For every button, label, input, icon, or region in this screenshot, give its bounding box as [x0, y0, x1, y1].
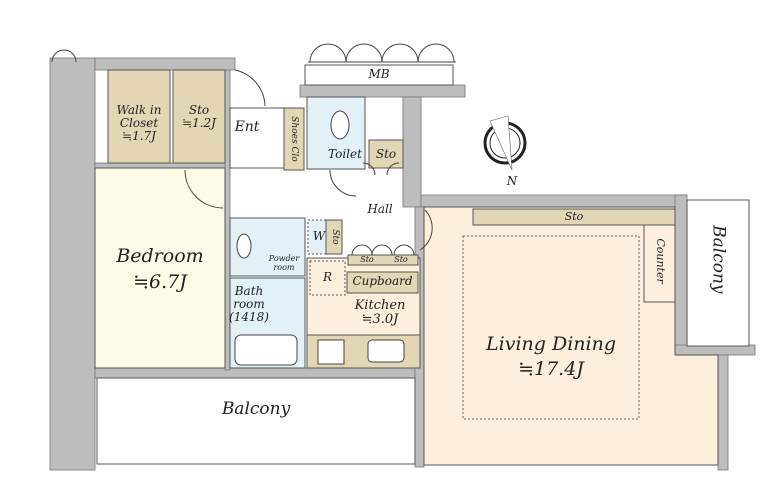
washer-storage-label: Sto — [329, 229, 340, 245]
living-dining-label: Living Dining≒17.4J — [463, 332, 639, 381]
entrance — [229, 107, 285, 169]
entrance-label: Ent — [234, 119, 260, 135]
shoes-closet — [283, 107, 305, 171]
bathroom-line2: room — [233, 297, 265, 312]
south-balcony-label: Balcony — [221, 399, 291, 419]
shoes-closet-label: Shoes Clo — [288, 116, 299, 162]
kitchen-storage — [347, 254, 419, 266]
doors — [184, 69, 433, 256]
walk-in-closet-line2: Closet — [119, 116, 159, 131]
living-dining-name: Living Dining — [486, 333, 616, 355]
kitchen-label: Kitchen≒3.0J — [340, 298, 420, 328]
meter-box-label: MB — [368, 67, 390, 81]
cupboard-label: Cupboard — [352, 274, 413, 288]
rug-outline — [462, 235, 640, 420]
toilet-bowl — [330, 110, 350, 140]
walk-in-closet — [107, 69, 171, 164]
kitchen-storage-label-1: Sto — [360, 255, 374, 264]
cupboard — [346, 271, 419, 294]
bedroom-label: Bedroom ≒6.7J — [95, 244, 225, 295]
bedroom-area: ≒6.7J — [133, 270, 187, 293]
compass-north-label: N — [506, 174, 518, 188]
north-compass-icon — [483, 115, 527, 171]
kitchen-area: ≒3.0J — [361, 312, 399, 328]
washer-label: W — [312, 229, 326, 243]
stove — [317, 339, 345, 365]
east-balcony-label: Balcony — [708, 225, 729, 294]
living-dining-area: ≒17.4J — [518, 357, 584, 380]
counter — [643, 224, 676, 303]
refrigerator-label: R — [322, 270, 333, 284]
living-storage — [472, 208, 676, 226]
toilet-label: Toilet — [328, 147, 362, 161]
walk-in-closet-line1: Walk in — [116, 103, 162, 117]
hall-label: Hall — [367, 202, 393, 216]
living-storage-label: Sto — [564, 210, 584, 223]
kitchen-storage-label-2: Sto — [394, 255, 408, 264]
meter-box — [304, 64, 454, 86]
counter-label: Counter — [654, 238, 668, 284]
bathroom-line1: Bath — [234, 284, 264, 298]
bedroom — [94, 167, 226, 369]
top-windows — [51, 43, 456, 63]
powder-room-line2: room — [273, 262, 295, 272]
toilet-storage-label: Sto — [375, 147, 397, 161]
powder-room-line1: Powder — [268, 254, 300, 263]
bedroom-name: Bedroom — [116, 245, 204, 267]
kitchen-name: Kitchen — [354, 298, 406, 313]
south-balcony — [96, 377, 416, 465]
east-balcony — [686, 199, 750, 347]
bathtub — [234, 334, 298, 366]
bathroom-line3: (1418) — [229, 310, 269, 325]
storage-label: Sto≒1.2J — [173, 103, 225, 131]
storage-area: ≒1.2J — [182, 116, 216, 131]
washer-storage — [325, 219, 343, 255]
sink — [236, 233, 252, 259]
storage-name: Sto — [188, 103, 210, 117]
refrigerator-space — [309, 260, 346, 296]
walk-in-closet-area: ≒1.7J — [122, 129, 156, 144]
kitchen-sink — [367, 339, 405, 363]
storage-room — [172, 69, 226, 164]
